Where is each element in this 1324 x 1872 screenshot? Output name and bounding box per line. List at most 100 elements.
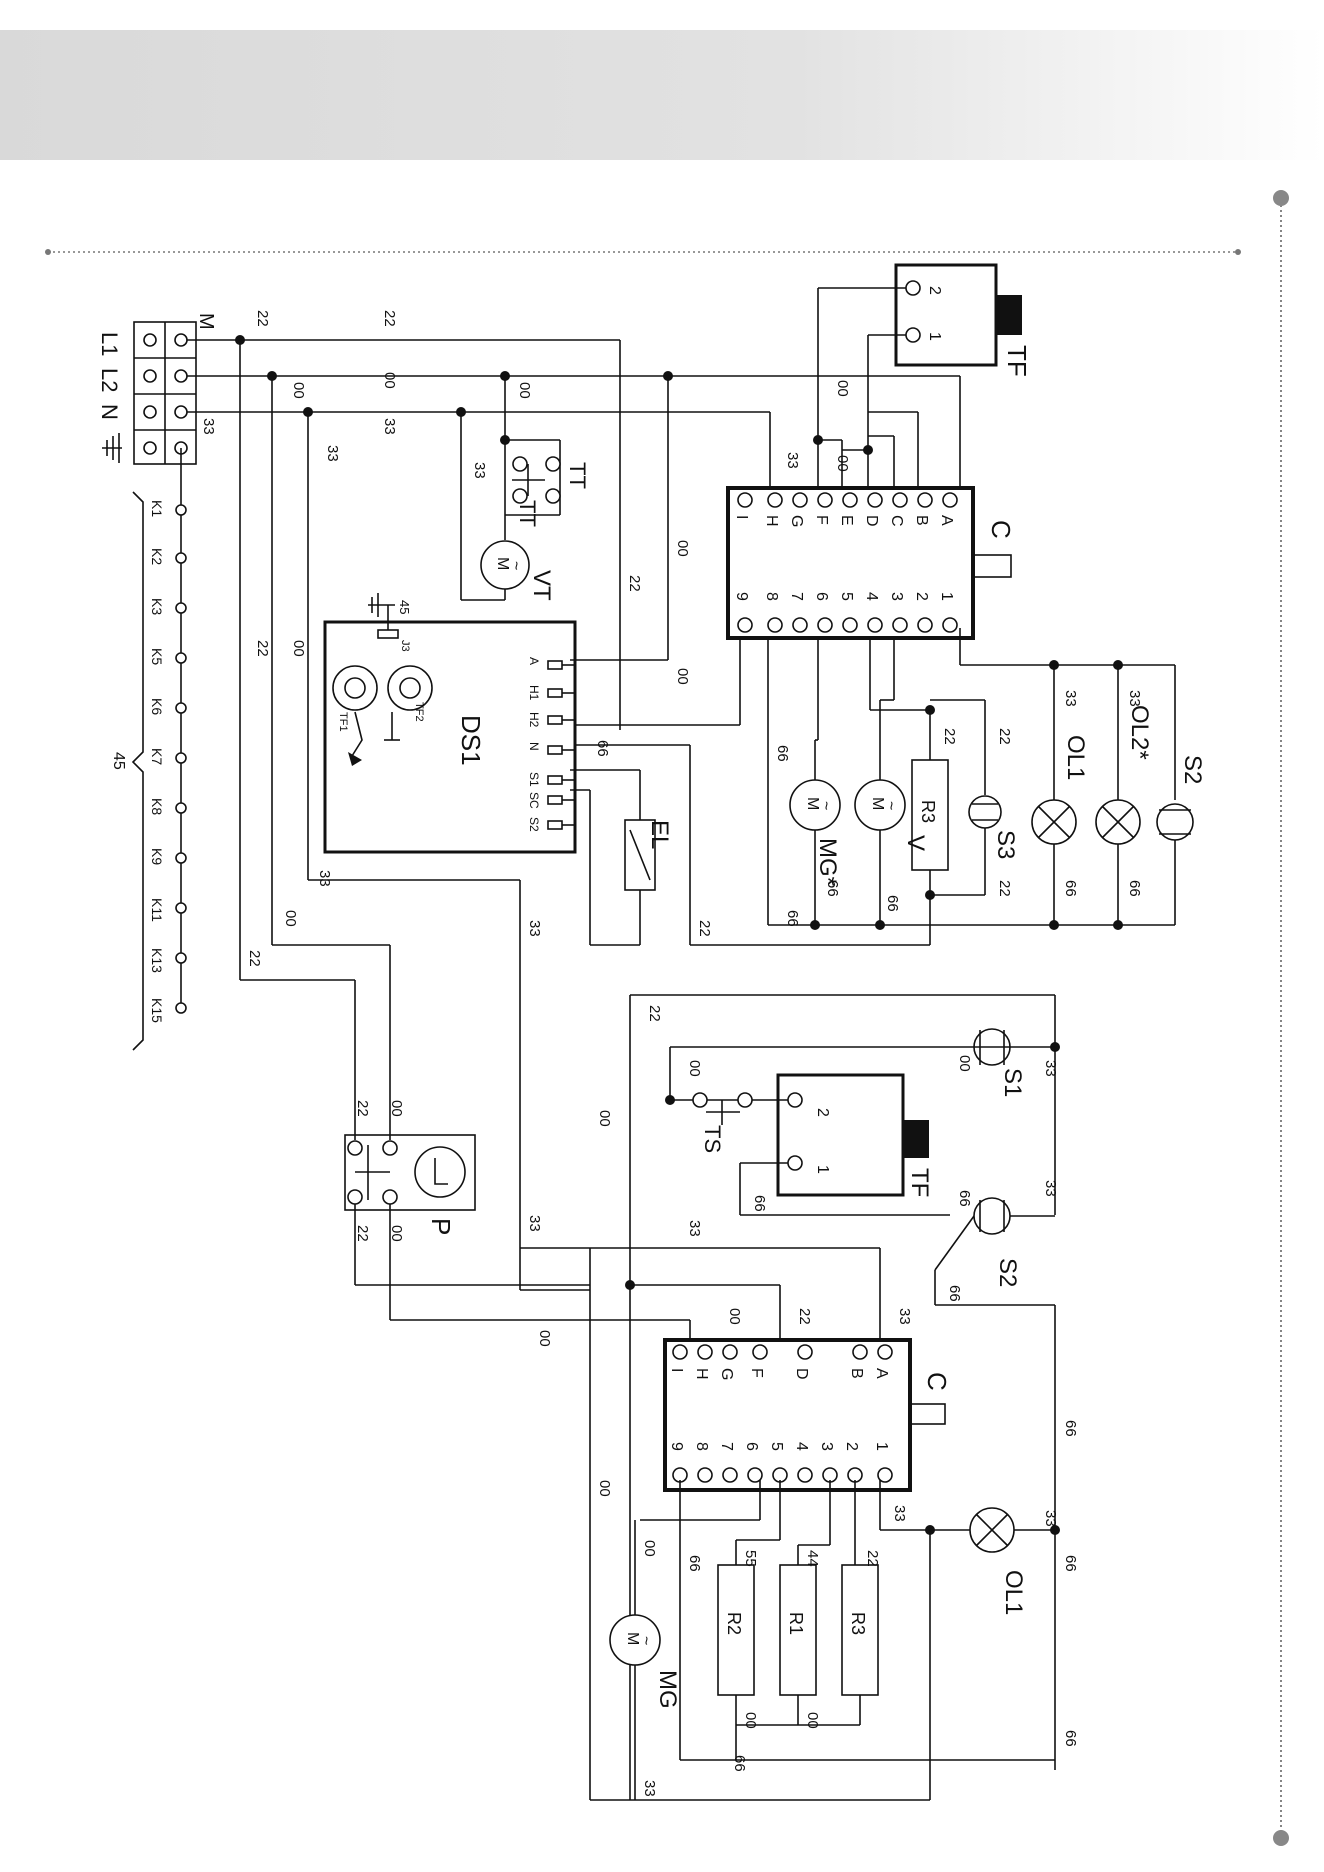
c-top-pin-label: 4 (863, 592, 880, 601)
connector-pin-label: K6 (149, 698, 165, 715)
c-bottom-pin-label: 1 (873, 1442, 890, 1451)
c-bottom-pin-ring (697, 1344, 713, 1360)
c-top-pin-ring (917, 617, 933, 633)
tt-label-2: TT (515, 500, 540, 527)
c-bottom-pin-ring (877, 1344, 893, 1360)
wire-number-w22_s3: 22 (996, 728, 1013, 745)
mg-motor-tilde: ~ (637, 1636, 654, 1645)
connector-pin-ring (175, 802, 187, 814)
mg-star-motor-tilde: ~ (817, 801, 834, 810)
c-bottom-pin-label: B (848, 1368, 865, 1379)
c-top-pin-label: D (863, 515, 880, 527)
wire-number-w00_v4: 00 (674, 540, 691, 557)
wire-number-w66_ol2: 66 (1126, 880, 1143, 897)
wire-number-w00_l2r: 00 (381, 372, 398, 389)
wire-number-w22_b4: 22 (796, 1308, 813, 1325)
connector-pin-label: K11 (149, 898, 165, 922)
connector-pin-label: K7 (149, 748, 165, 765)
wire-number-w66_mgb: 66 (784, 910, 801, 927)
wire-number-w00_p1: 00 (388, 1100, 405, 1117)
c-bottom-pin-ring (747, 1467, 763, 1483)
c-bottom-pin-label: 6 (743, 1442, 760, 1451)
pressure-switch-p: P (344, 1134, 590, 1321)
wire-number-w00_tf: 00 (834, 380, 851, 397)
connector-pin-ring (175, 552, 187, 564)
connector-pin-label: K3 (149, 598, 165, 615)
wire-number-w00_c: 00 (834, 455, 851, 472)
connector-pin-ring (175, 902, 187, 914)
wire-number-w33_ds1: 33 (316, 870, 333, 887)
wire-number-w66_b11: 66 (1062, 1730, 1079, 1747)
wire-number-w66_tf: 66 (751, 1195, 768, 1212)
wire-number-w22_v3: 22 (626, 575, 643, 592)
ds1-pin-label: SC (527, 792, 541, 809)
c-bottom-pin-ring (752, 1344, 768, 1360)
mg-motor-symbol: M (624, 1632, 641, 1645)
wire-number-w22_p1: 22 (354, 1100, 371, 1117)
wire-number-w66_c9: 66 (686, 1555, 703, 1572)
c-top-pin-label: I (733, 515, 750, 519)
wire-number-w33_b2: 33 (686, 1220, 703, 1237)
ts-label: TS (700, 1125, 725, 1153)
header-band (0, 30, 1324, 160)
r1-label: R1 (786, 1612, 806, 1635)
wire-number-w22_r3b: 22 (864, 1550, 881, 1567)
c-top-pin-ring (817, 617, 833, 633)
j3-label: J3 (399, 640, 411, 652)
wire-number-w22_v1: 22 (254, 640, 271, 657)
c-top-pin-label: 5 (838, 592, 855, 601)
terminal-label-l2: L2 (97, 368, 122, 392)
c-bottom-pin-ring (797, 1467, 813, 1483)
v-motor-tilde: ~ (882, 801, 899, 810)
vt-motor-tilde: ~ (507, 561, 524, 570)
wire-number-w33_nd: 33 (324, 445, 341, 462)
connector-group-label: 45 (110, 752, 127, 770)
c-bottom-pin-ring (722, 1344, 738, 1360)
wire-number-w00_vt: 00 (516, 382, 533, 399)
power-wires (187, 335, 961, 1249)
wire-number-w22_s3b: 22 (996, 880, 1013, 897)
tf-bottom-pin-2: 2 (814, 1108, 831, 1117)
c-top-pin-label: A (938, 515, 955, 526)
wire-number-w66_ol1: 66 (1062, 880, 1079, 897)
ds1-pin-socket (547, 660, 563, 670)
c-top-pin-label: 2 (913, 592, 930, 601)
wire-number-w22_r3: 22 (941, 728, 958, 745)
c-bottom-pin-ring (722, 1467, 738, 1483)
c-top-pin-ring (842, 492, 858, 508)
tf-top-pin-1: 1 (926, 332, 943, 341)
c-top-pin-ring (892, 492, 908, 508)
c-top-pin-ring (737, 492, 753, 508)
ol1-bottom-label: OL1 (1000, 1570, 1027, 1615)
ds1-pin-socket (547, 775, 563, 785)
c-top-pin-ring (767, 617, 783, 633)
wire-number-w33_n: 33 (381, 418, 398, 435)
c-top-pin-label: B (913, 515, 930, 526)
c-bottom-pin-ring (697, 1467, 713, 1483)
connector-pin-ring (175, 702, 187, 714)
c-bottom-pin-label: 4 (793, 1442, 810, 1451)
terminal-label-n: N (97, 404, 122, 420)
c-top-pin-ring (867, 617, 883, 633)
c-top-pin-label: 1 (938, 592, 955, 601)
c-top-pin-label: F (813, 515, 830, 525)
wire-number-w33_b8: 33 (1042, 1510, 1059, 1527)
ds1-pin-socket (547, 745, 563, 755)
s2-top-label: S2 (1179, 755, 1206, 784)
tf-top-pin-2: 2 (926, 286, 943, 295)
wire-number-w44_r1: 44 (804, 1550, 821, 1567)
ds1-pin-socket (547, 795, 563, 805)
r3-bottom-label: R3 (848, 1612, 868, 1635)
wire-number-w22_s1: 22 (646, 1005, 663, 1022)
el-label: EL (646, 820, 673, 849)
wire-number-w00_b14: 00 (596, 1480, 613, 1497)
c-bottom-pin-label: 2 (843, 1442, 860, 1451)
mg-star-label: MG* (814, 838, 841, 886)
wire-number-w33_s2: 33 (1042, 1180, 1059, 1197)
mg-star-motor-symbol: M (804, 797, 821, 810)
connector-pin-ring (175, 504, 187, 516)
c-top-pin-label: E (838, 515, 855, 526)
